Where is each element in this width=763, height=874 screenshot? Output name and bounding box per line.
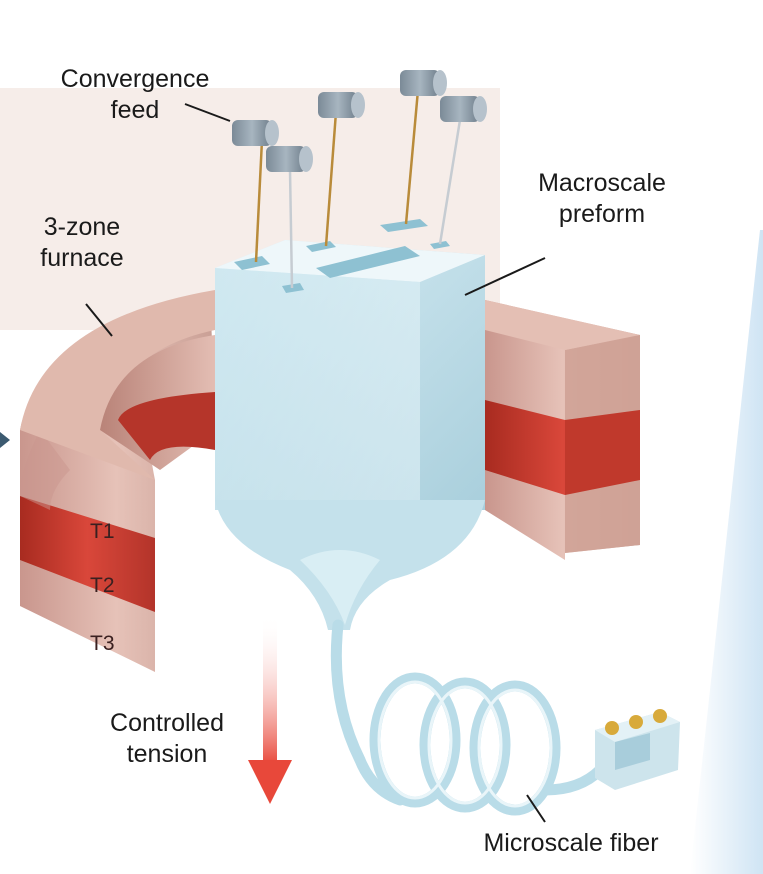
label-fiber: Microscale fiber — [483, 829, 659, 857]
label-furnace: 3-zone furnace — [40, 213, 124, 272]
edge-arrow-icon — [0, 432, 10, 448]
furnace-right — [485, 300, 640, 560]
leader-lines — [85, 103, 546, 823]
label-preform: Macroscale preform — [538, 169, 666, 228]
zone-label-t3: T3 — [90, 632, 115, 655]
label-tension: Controlled tension — [110, 709, 224, 768]
connector-icon — [595, 709, 680, 790]
feed-wires — [254, 89, 462, 289]
zone-label-t2: T2 — [90, 574, 115, 597]
macroscale-preform — [215, 219, 485, 630]
furnace-left — [20, 290, 215, 672]
right-light-panel — [690, 230, 763, 874]
zone-label-t1: T1 — [90, 520, 115, 543]
arrow-down-icon — [248, 615, 292, 804]
microscale-fiber — [330, 619, 606, 816]
spool-icon — [232, 70, 487, 172]
label-convergence-feed: Convergence feed — [60, 65, 210, 124]
